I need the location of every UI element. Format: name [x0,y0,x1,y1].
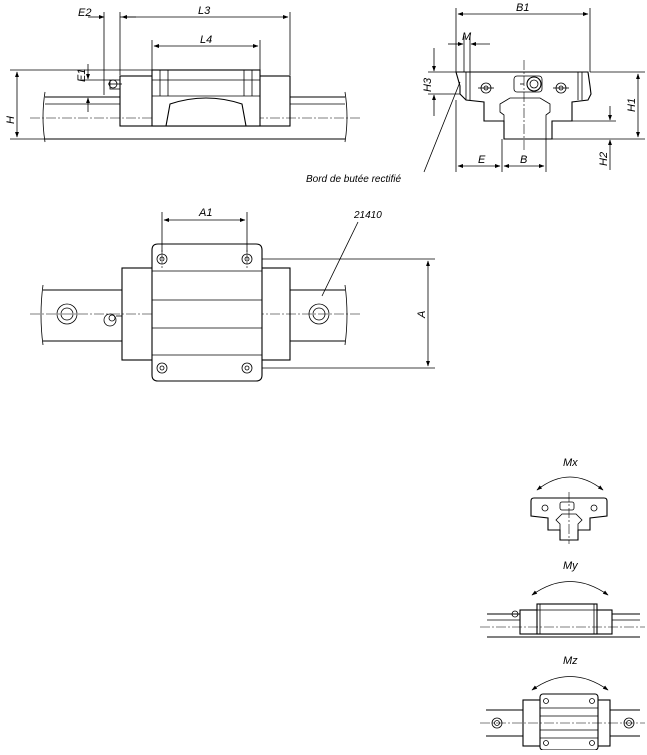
moment-my: My [480,560,645,638]
dim-e: E [455,100,503,172]
carriage-end [455,60,592,150]
dim-a: A [262,258,435,369]
ground-edge-callout: Bord de butée rectifié [306,81,461,185]
label-m: M [462,31,472,43]
dim-l4: L4 [151,34,261,70]
dim-h: H [5,69,152,140]
side-view: E2 L3 L4 E1 H [5,5,360,143]
label-a1: A1 [198,207,212,219]
label-mx: Mx [563,457,578,469]
dim-b: B [503,139,547,172]
dim-e1: E1 [76,64,110,112]
label-part-no: 21410 [353,210,382,221]
carriage-side [119,69,291,127]
label-l4: L4 [200,34,212,46]
label-e1: E1 [76,69,88,82]
dim-e2: E2 [78,7,136,95]
label-h1: H1 [626,98,638,112]
label-b: B [520,154,527,166]
label-l3: L3 [198,5,211,17]
dim-h3: H3 [422,48,460,116]
carriage-top [121,243,291,382]
lube-nipple-side [108,79,122,90]
label-b1: B1 [516,2,529,14]
dim-b1: B1 [455,2,591,72]
moment-mz: Mz [480,655,645,751]
label-ground-edge: Bord de butée rectifié [306,174,401,185]
label-e: E [478,154,486,166]
label-a: A [416,311,428,319]
label-mz: Mz [563,655,578,667]
part-number-callout: 21410 [321,210,382,297]
label-h3: H3 [422,77,434,92]
end-view: B1 M H3 H1 H2 [306,2,645,185]
moment-mx: Mx [530,457,608,544]
top-view: A1 A 21410 [30,207,435,382]
dim-l3: L3 [121,5,291,75]
dim-m: M [448,31,490,72]
label-my: My [563,560,579,572]
label-e2: E2 [78,7,91,19]
dim-h2: H2 [552,106,616,170]
label-h: H [5,116,17,124]
label-h2: H2 [598,152,610,166]
dim-h1: H1 [552,71,645,140]
dim-a1: A1 [161,207,248,252]
lube-nipple-top [103,313,122,327]
